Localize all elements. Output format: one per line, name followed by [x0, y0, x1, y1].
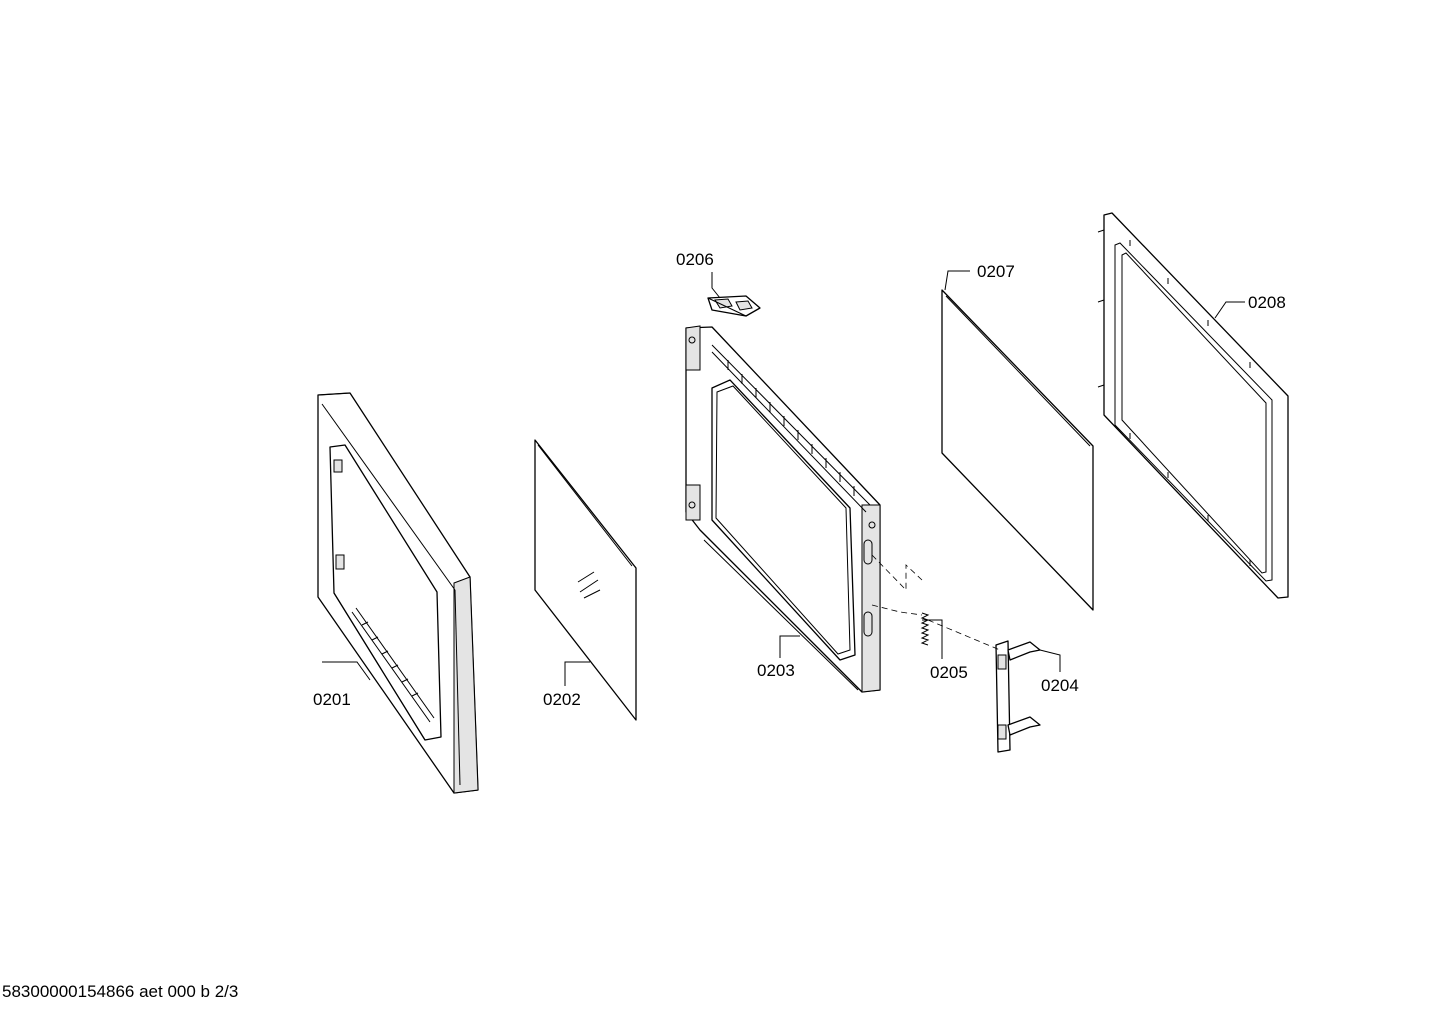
callout-0202: 0202 [543, 690, 581, 709]
callout-0201: 0201 [313, 690, 351, 709]
part-0204-latch-hook [995, 640, 1041, 753]
part-0207-glass-pane [941, 289, 1094, 611]
callout-0207: 0207 [977, 262, 1015, 281]
part-0203-inner-door-frame [685, 325, 881, 693]
callout-0204: 0204 [1041, 676, 1079, 695]
part-0206-hinge-bracket [707, 295, 761, 317]
callout-0208: 0208 [1248, 293, 1286, 312]
leader-lines [322, 270, 1245, 686]
part-0205-spring [920, 612, 930, 646]
part-0201-door-front-frame [317, 392, 479, 794]
part-0208-rear-frame [1097, 212, 1289, 599]
part-0202-glass-pane [534, 439, 637, 721]
callout-0203: 0203 [757, 661, 795, 680]
callout-0205: 0205 [930, 663, 968, 682]
assembly-guide-lines [871, 554, 1001, 651]
document-footer-id: 58300000154866 aet 000 b 2/3 [2, 982, 239, 1001]
callout-0206: 0206 [676, 250, 714, 269]
